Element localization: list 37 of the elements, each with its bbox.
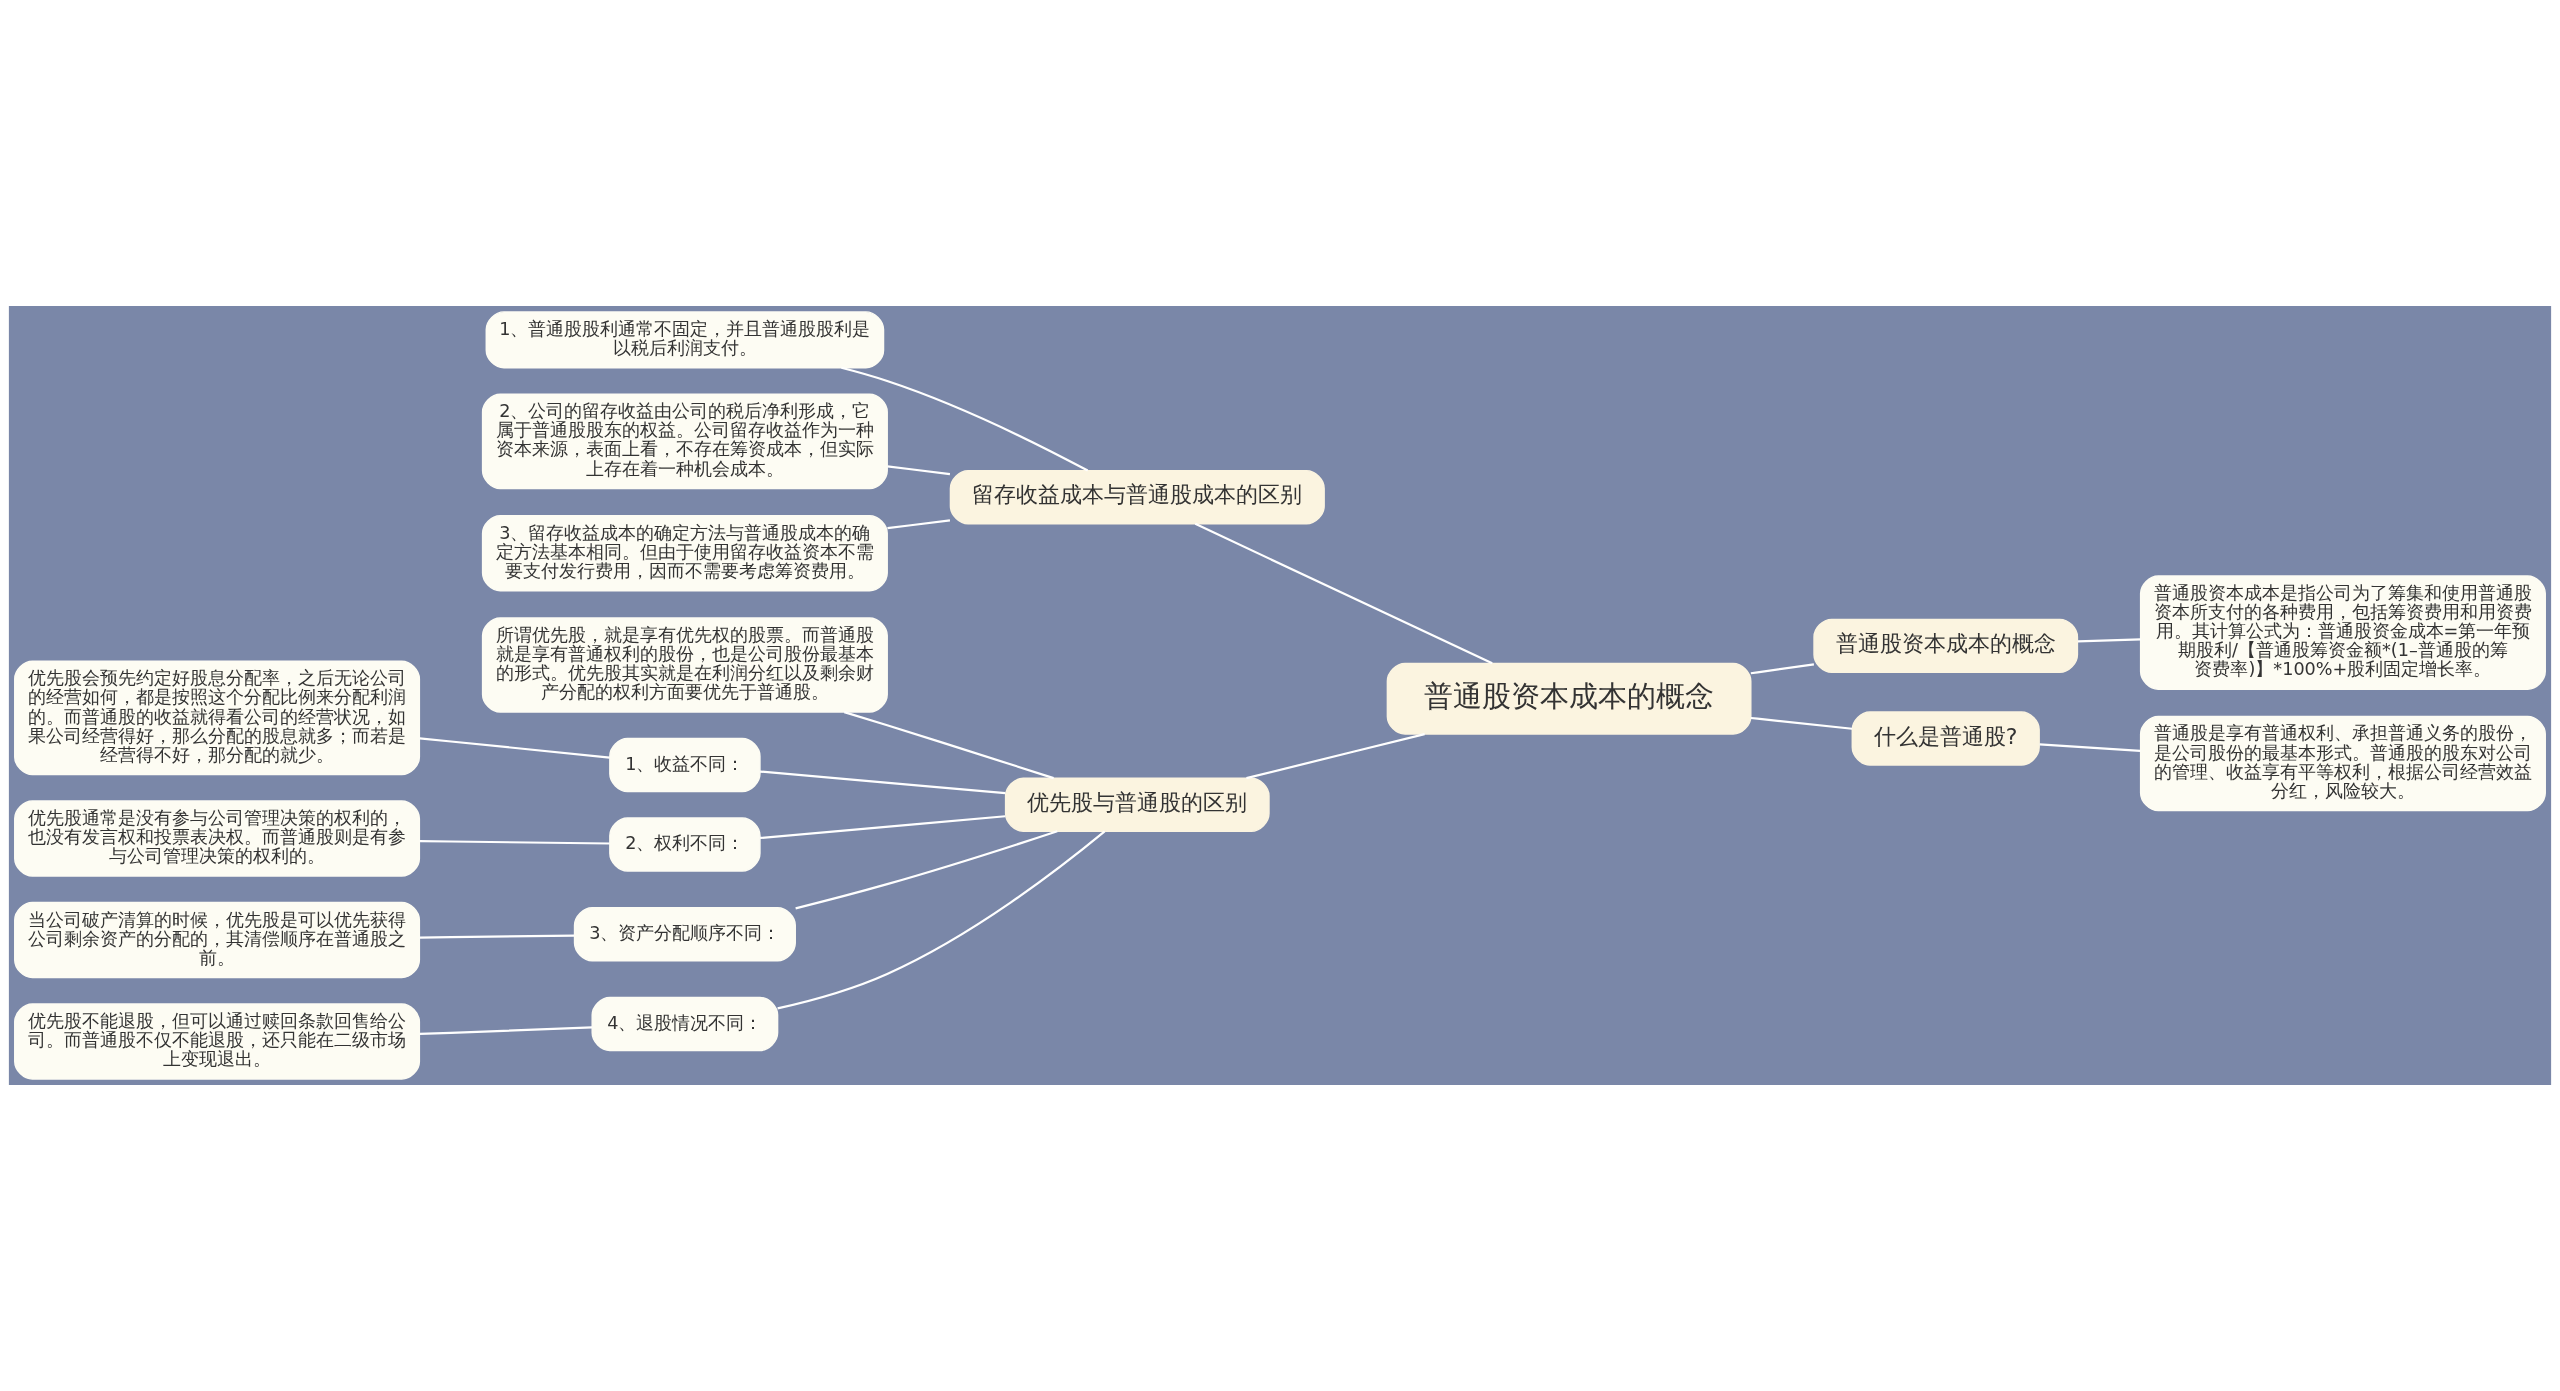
node-box: 1、普通股股利通常不固定，并且普通股股利是以税后利润支付。	[485, 311, 885, 369]
node-box: 2、权利不同：	[609, 817, 761, 872]
node-box: 优先股不能退股，但可以通过赎回条款回售给公司。而普通股不仅不能退股，还只能在二级市场上变现退出。	[14, 1003, 421, 1080]
connector	[2039, 743, 2141, 752]
node-box: 优先股会预先约定好股息分配率，之后无论公司的经营如何，都是按照这个分配比例来分配利润的。而普通股的收益就得看公司的经营状况，如果公司经营得好，那么分配的股息就多；而若是经营得不好，那分配的就少。	[14, 660, 421, 776]
connector	[419, 934, 575, 939]
connector	[887, 465, 951, 476]
connector	[2077, 638, 2141, 643]
node-box: 普通股资本成本的概念	[1386, 662, 1752, 735]
connector	[1246, 733, 1425, 780]
connector	[777, 830, 1106, 1010]
node-box: 3、资产分配顺序不同：	[573, 907, 796, 962]
connector	[419, 840, 610, 845]
connector	[795, 830, 1058, 910]
connector	[419, 737, 610, 759]
connector	[843, 711, 1054, 780]
connector	[419, 1026, 593, 1036]
node-box: 4、退股情况不同：	[591, 996, 779, 1052]
node-box: 当公司破产清算的时候，优先股是可以优先获得公司剩余资产的分配的，其清偿顺序在普通股之前。	[14, 901, 421, 979]
node-box: 所谓优先股，就是享有优先权的股票。而普通股就是享有普通权利的股份，也是公司股份最基本的形式。优先股其实就是在利润分红以及剩余财产分配的权利方面要优先于普通股。	[481, 617, 888, 713]
connector	[887, 519, 951, 530]
node-box: 优先股与普通股的区别	[1004, 777, 1270, 832]
node-box: 留存收益成本与普通股成本的区别	[949, 470, 1325, 525]
node-box: 普通股是享有普通权利、承担普通义务的股份，是公司股份的最基本形式。普通股的股东对公司的管理、收益享有平等权利，根据公司经营效益分红，风险较大。	[2139, 715, 2546, 812]
node-box: 普通股资本成本的概念	[1813, 618, 2079, 674]
node-box: 什么是普通股?	[1851, 711, 2040, 766]
connector	[760, 770, 1006, 795]
connector	[1750, 663, 1815, 675]
node-box: 优先股通常是没有参与公司管理决策的权利的，也没有发言权和投票表决权。而普通股则是有参与公司管理决策的权利的。	[14, 800, 421, 877]
connector	[1194, 522, 1493, 665]
connector	[841, 366, 1089, 472]
node-box: 普通股资本成本是指公司为了筹集和使用普通股资本所支付的各种费用，包括筹资费用和用资费用。其计算公式为：普通股资金成本=第一年预期股利/【普通股筹资金额*(1–普通股的筹资费率)】*100%+股利固定增长率。	[2139, 575, 2546, 690]
connector	[760, 815, 1006, 840]
node-box: 3、留存收益成本的确定方法与普通股成本的确定方法基本相同。但由于使用留存收益资本不需要支付发行费用，因而不需要考虑筹资费用。	[481, 514, 888, 592]
node-box: 1、收益不同：	[609, 737, 761, 793]
node-box: 2、公司的留存收益由公司的税后净利形成，它属于普通股股东的权益。公司留存收益作为一种资本来源，表面上看，不存在筹资成本，但实际上存在着一种机会成本。	[481, 393, 888, 490]
connector	[1750, 716, 1853, 730]
